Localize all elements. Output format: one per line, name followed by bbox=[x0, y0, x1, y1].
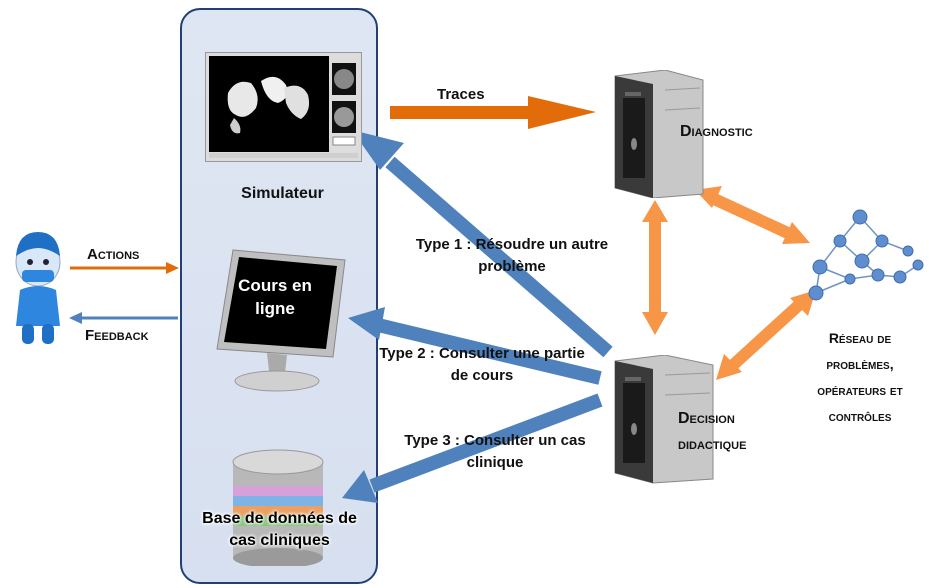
simulator-screen-image bbox=[209, 56, 358, 158]
feedback-label: Feedback bbox=[85, 327, 149, 344]
decision-type-2-arrow bbox=[348, 307, 602, 385]
diagnostic-decision-arrow bbox=[642, 200, 668, 335]
decision-type-3-arrow bbox=[342, 393, 603, 503]
decision-server-icon bbox=[614, 355, 714, 484]
simulator-screenshot bbox=[205, 52, 362, 162]
diagnostic-server-icon bbox=[614, 70, 704, 198]
traces-arrow bbox=[390, 96, 596, 129]
network-label: Réseau de problèmes, opérateurs et contr… bbox=[817, 330, 903, 424]
actions-arrow bbox=[70, 262, 179, 274]
decision-type-2-label: Type 2 : Consulter une partie de cours bbox=[379, 345, 585, 384]
decision-type-1-label: Type 1 : Résoudre un autre problème bbox=[415, 236, 609, 275]
simulator-label: Simulateur bbox=[241, 185, 324, 202]
network-graph-icon bbox=[808, 209, 924, 301]
traces-label: Traces bbox=[437, 86, 485, 103]
database-label: Base de données de cas cliniques bbox=[202, 510, 357, 549]
diagnostic-network-arrow bbox=[695, 186, 810, 244]
online-course-label: Cours en ligne bbox=[238, 276, 312, 318]
actions-label: Actions bbox=[87, 246, 140, 263]
database-icon bbox=[232, 449, 324, 566]
monitor-icon bbox=[216, 249, 346, 392]
feedback-arrow bbox=[69, 312, 178, 324]
learner-avatar-icon bbox=[15, 232, 61, 344]
decision-label: Decision didactique bbox=[678, 410, 747, 453]
decision-type-3-label: Type 3 : Consulter un cas clinique bbox=[404, 432, 586, 471]
decision-type-1-arrow bbox=[352, 130, 613, 358]
diagnostic-label: Diagnostic bbox=[680, 123, 753, 140]
